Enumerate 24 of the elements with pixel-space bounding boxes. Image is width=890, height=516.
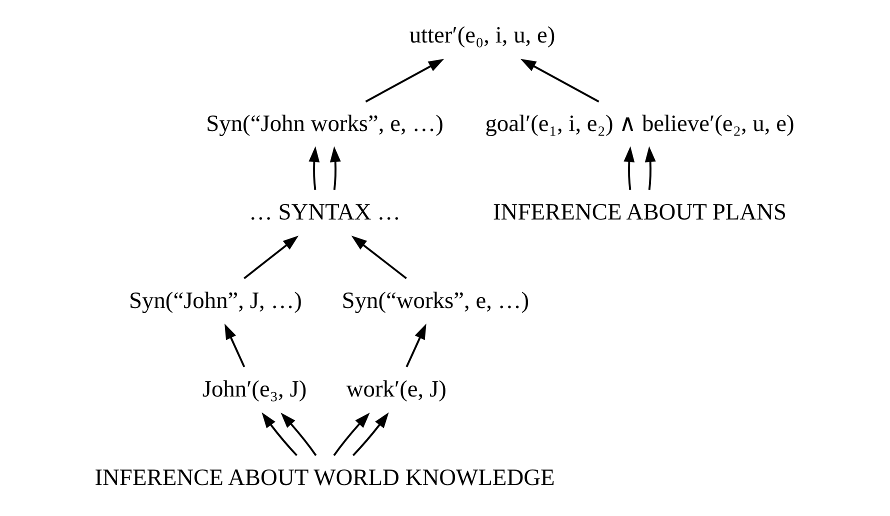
arrow [520, 58, 599, 102]
node-text: … SYNTAX … [248, 199, 400, 226]
node-text: Syn(“John”, J, …) [128, 288, 302, 314]
arrow [405, 324, 426, 368]
node-text: Syn(“John works”, e, …) [206, 110, 443, 137]
node-text: utter′(e₀, i, u, e) [408, 22, 555, 48]
arrow [261, 412, 297, 456]
arrow [308, 146, 320, 190]
node-text: INFERENCE ABOUT WORLD KNOWLEDGE [94, 464, 554, 491]
arrow [352, 412, 388, 456]
node-text: John′(e₃, J) [202, 376, 306, 402]
arrow [623, 146, 634, 190]
node-text: Syn(“works”, e, …) [341, 288, 529, 314]
node-text: goal′(e₁, i, e₂) ∧ believe′(e₂, u, e) [484, 110, 794, 137]
node-text: work′(e, J) [346, 376, 446, 402]
arrow [280, 412, 316, 456]
node-text: INFERENCE ABOUT PLANS [492, 199, 786, 226]
arrow [364, 58, 444, 102]
arrow [224, 324, 245, 368]
arrow [243, 236, 298, 280]
arrow [329, 146, 340, 190]
arrow [332, 412, 370, 456]
arrow [644, 146, 656, 190]
arrow [350, 236, 406, 280]
